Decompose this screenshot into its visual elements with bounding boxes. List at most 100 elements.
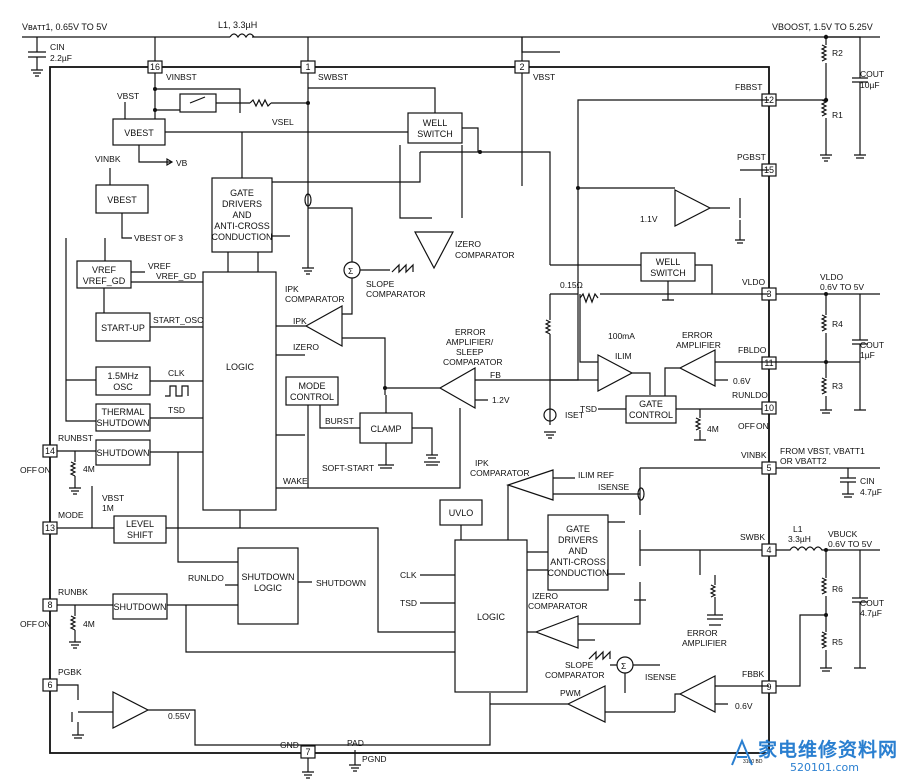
thermal-shutdown-block — [95, 403, 151, 432]
burst-label: BURST — [325, 416, 354, 426]
well-ldo-l2: SWITCH — [650, 268, 686, 278]
error-amp-bst — [438, 366, 476, 410]
vinbk-name: VINBK — [741, 450, 767, 460]
start-osc-label: START_OSC — [153, 315, 203, 325]
pin-16: 16 — [150, 62, 160, 72]
gate-ctl-l2: CONTROL — [629, 410, 673, 420]
vref-gd-l1: VREF — [92, 265, 117, 275]
isense-label: ISENSE — [598, 482, 630, 492]
ipk-comparator-bk — [506, 469, 554, 501]
uvlo-label: UVLO — [449, 508, 474, 518]
mode-control-l2: CONTROL — [290, 392, 334, 402]
cin2-label: CIN — [860, 476, 875, 486]
on-2: ON — [38, 619, 51, 629]
cout1-value: 10µF — [860, 80, 880, 90]
v06a-label: 0.6V — [733, 376, 751, 386]
fb-label: FB — [490, 370, 501, 380]
fbbk-name: FBBK — [742, 669, 765, 679]
osc-l2: OSC — [113, 382, 133, 392]
watermark-logo-icon — [731, 738, 753, 766]
shutdown-bst-block — [95, 439, 151, 466]
vref-gd-l2: VREF_GD — [83, 276, 126, 286]
runldo-name: RUNLDO — [732, 390, 768, 400]
gd-bk-l4: ANTI-CROSS — [550, 557, 606, 567]
r4-label: R4 — [832, 319, 843, 329]
gd-bst-l4: ANTI-CROSS — [214, 221, 270, 231]
pin-10: 10 — [764, 403, 774, 413]
r2-r1 — [820, 37, 828, 155]
sd-logic-l1: SHUTDOWN — [242, 572, 295, 582]
v055-label: 0.55V — [168, 711, 191, 721]
v12-label: 1.2V — [492, 395, 510, 405]
vbest-block-2 — [95, 184, 149, 214]
logic-bst — [202, 271, 277, 511]
clamp-block — [359, 412, 413, 444]
cout1-label: COUT — [860, 69, 884, 79]
vb-label: VB — [176, 158, 188, 168]
vref-gd-block — [76, 260, 132, 289]
runbk-name: RUNBK — [58, 587, 88, 597]
watermark: 家电维修资料网 520101.com — [728, 735, 898, 779]
err-bst-l4: COMPARATOR — [443, 357, 503, 367]
vbest-block-2-label: VBEST — [107, 195, 137, 205]
logic-bk-label: LOGIC — [477, 612, 506, 622]
on-3: ON — [756, 421, 769, 431]
well-switch-bst-l2: SWITCH — [417, 129, 453, 139]
cout2-value: 1µF — [860, 350, 875, 360]
sum-bst-sigma: Σ — [348, 266, 353, 276]
slope-comp-label: SLOPE — [366, 279, 395, 289]
logic-bst-label: LOGIC — [226, 362, 255, 372]
izero-comparator-bst — [414, 231, 454, 270]
err-bk-l2: AMPLIFIER — [682, 638, 727, 648]
pin-11: 11 — [764, 358, 773, 368]
ipk-bk-l2: COMPARATOR — [470, 468, 530, 478]
r1-label: R1 — [832, 110, 843, 120]
pgnd-name: PGND — [362, 754, 387, 764]
gd-bst-l5: CONDUCTION — [212, 232, 273, 242]
tsd2-label: TSD — [580, 404, 597, 414]
r3-label: R3 — [832, 381, 843, 391]
vbst-1m-label: VBST — [102, 493, 124, 503]
startup-label: START-UP — [101, 323, 145, 333]
level-l2: SHIFT — [127, 530, 154, 540]
tsd-label: TSD — [168, 405, 185, 415]
runbst-name: RUNBST — [58, 433, 93, 443]
off-1: OFF — [20, 465, 37, 475]
logic-bk — [454, 539, 528, 693]
mode-control — [285, 376, 339, 406]
iset-label: ISET — [565, 410, 584, 420]
v11-label: 1.1V — [640, 214, 658, 224]
r1m-label: 1M — [102, 503, 114, 513]
vbest-block-1-label: VBEST — [124, 128, 154, 138]
uvlo-block — [439, 499, 483, 526]
runldo-in-label: RUNLDO — [188, 573, 224, 583]
pad-name: PAD — [347, 738, 364, 748]
level-shift-block — [113, 515, 167, 544]
pgbk-name: PGBK — [58, 667, 82, 677]
vldo-label: VLDO — [820, 272, 844, 282]
vldo-name: VLDO — [742, 277, 766, 287]
gd-bst-l2: DRIVERS — [222, 199, 262, 209]
pin-6: 6 — [47, 680, 52, 690]
err-bst-l3: SLEEP — [456, 347, 484, 357]
slope-bk-l1: SLOPE — [565, 660, 594, 670]
r015-label: 0.15Ω — [560, 280, 583, 290]
vbest-of-3-label: VBEST OF 3 — [134, 233, 183, 243]
vref-out-label: VREF — [148, 261, 171, 271]
r5-label: R5 — [832, 637, 843, 647]
err-bk-l1: ERROR — [687, 628, 718, 638]
gd-bk-l5: CONDUCTION — [548, 568, 609, 578]
slope-comp-label-2: COMPARATOR — [366, 289, 426, 299]
error-amp-bk — [678, 675, 716, 713]
well-switch-ldo — [640, 252, 696, 282]
vinbst-name: VINBST — [166, 72, 197, 82]
off-2: OFF — [20, 619, 37, 629]
swbst-name: SWBST — [318, 72, 348, 82]
fbbst-name: FBBST — [735, 82, 762, 92]
pin-1: 1 — [305, 62, 310, 72]
r4m-ldo-label: 4M — [707, 424, 719, 434]
wake-label: WAKE — [283, 476, 308, 486]
vbatt1-label: Vʙᴀᴛᴛ1, 0.65V TO 5V — [22, 22, 107, 32]
gate-drivers-bst — [211, 177, 273, 253]
